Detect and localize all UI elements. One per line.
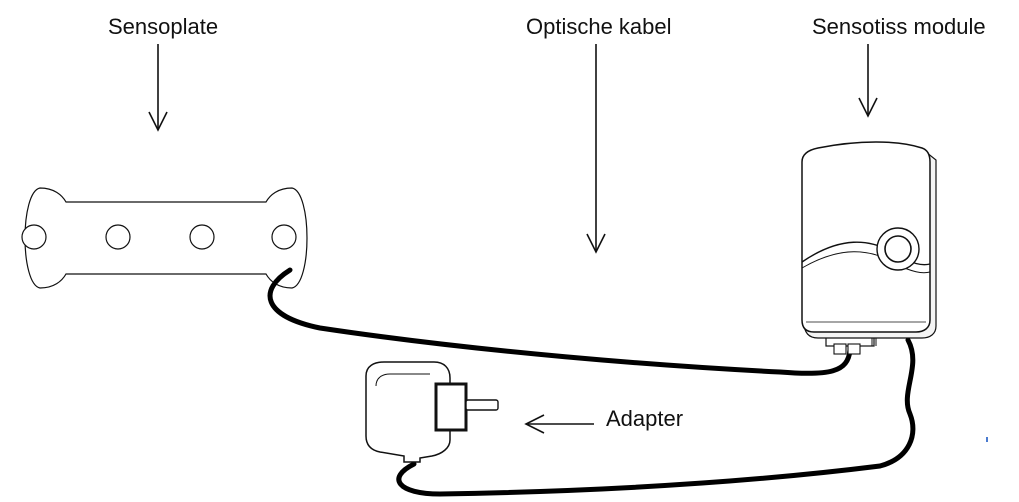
stray-mark	[986, 437, 988, 442]
optical-cable	[267, 267, 853, 376]
label-sensotiss-module: Sensotiss module	[812, 14, 986, 39]
arrow-down-optische-kabel	[586, 44, 606, 254]
sensotiss-module-device	[801, 141, 937, 355]
label-optische-kabel: Optische kabel	[526, 14, 672, 39]
arrow-down-sensotiss-module	[858, 44, 878, 118]
arrow-down-sensoplate	[148, 44, 168, 132]
power-cable	[396, 337, 916, 497]
power-adapter-device	[365, 361, 499, 463]
label-sensoplate: Sensoplate	[108, 14, 219, 39]
label-adapter: Adapter	[606, 406, 684, 431]
arrow-left-adapter	[524, 414, 594, 434]
sensoplate-device	[21, 187, 308, 289]
